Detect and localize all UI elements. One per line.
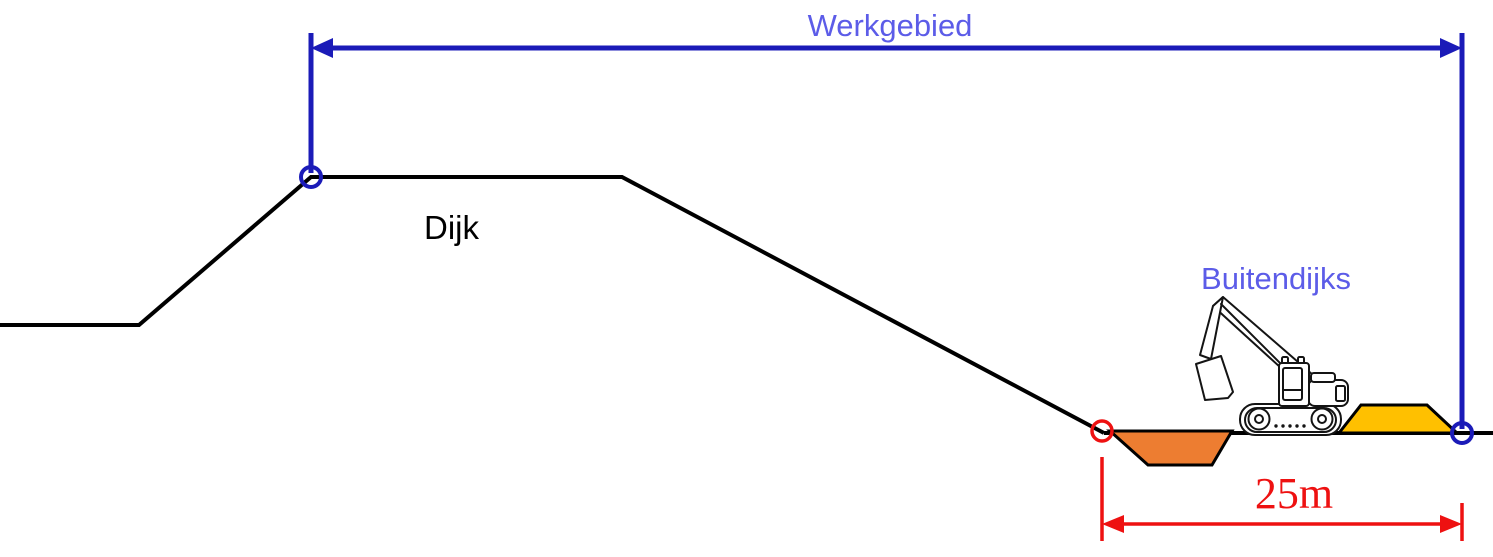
excavator-stick (1199, 296, 1224, 360)
excavator-wheel-right-hub (1317, 414, 1327, 424)
soil-mound (1335, 403, 1461, 435)
werkgebied-arrow-left (311, 38, 333, 58)
outside-dike-label: Buitendijks (1201, 261, 1351, 296)
excavator-icon (1195, 296, 1349, 436)
dike-label: Dijk (424, 209, 479, 246)
excavator-engine-top (1310, 372, 1336, 383)
track-roller-dot (1295, 424, 1299, 428)
distance-arrow-left (1102, 515, 1124, 533)
distance-value-label: 25m (1254, 469, 1334, 518)
dike-profile-line (0, 175, 1105, 435)
excavator-wheel-left-hub (1254, 414, 1264, 424)
excavator-cab-window (1282, 367, 1303, 401)
excavator-engine-door (1335, 385, 1346, 402)
distance-arrow-right (1440, 515, 1462, 533)
track-roller-dot (1281, 424, 1285, 428)
track-roller-dot (1288, 424, 1292, 428)
werkgebied-arrow-right (1440, 38, 1462, 58)
work-area-label: Werkgebied (807, 8, 973, 43)
reference-circle-slope-toe (1090, 419, 1114, 443)
track-roller-dot (1302, 424, 1306, 428)
reference-circle-dike-crest (299, 165, 323, 189)
track-roller-dot (1274, 424, 1278, 428)
reference-circle-work-limit (1450, 421, 1474, 445)
distance-dimension-25m (1090, 419, 1464, 541)
excavation-pit (1106, 429, 1235, 467)
excavator-bucket (1195, 355, 1234, 401)
werkgebied-dimension (299, 33, 1474, 445)
